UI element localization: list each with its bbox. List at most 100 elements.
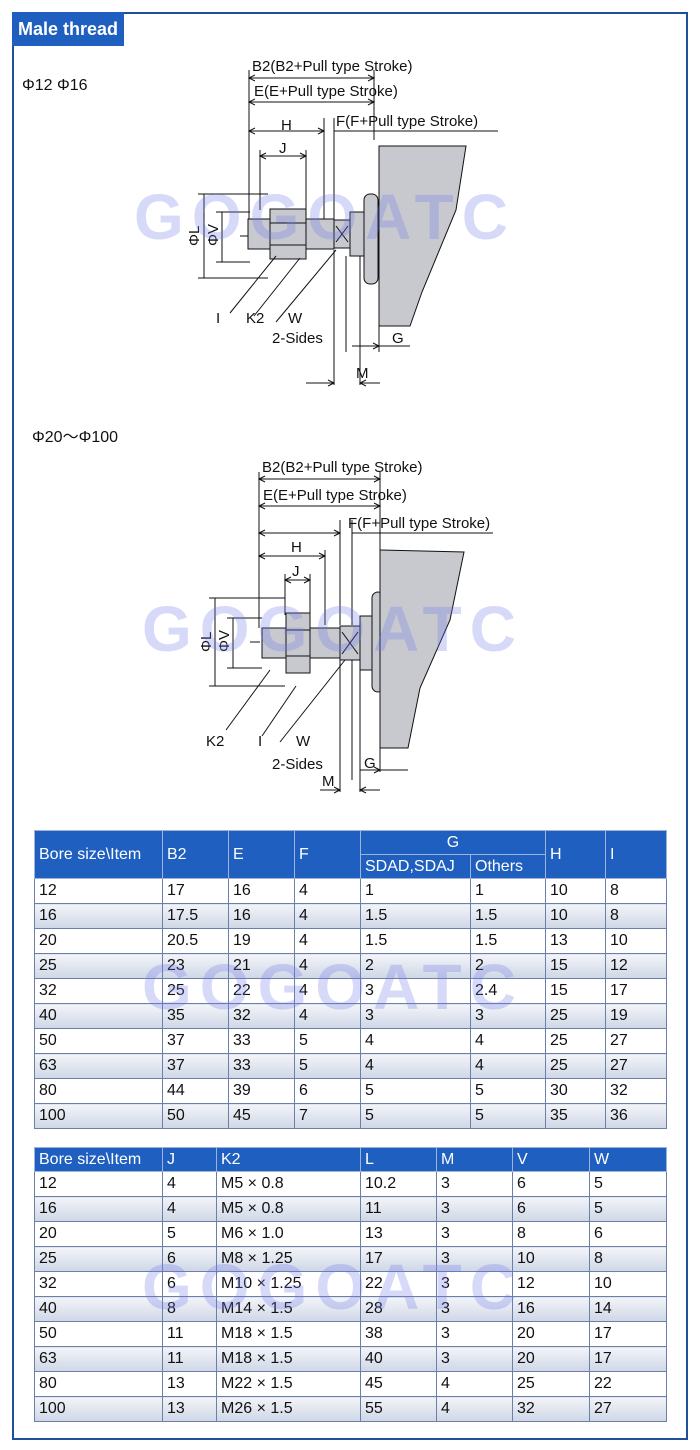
small-b2-label: B2(B2+Pull type Stroke) xyxy=(252,58,413,75)
table-cell: 5 xyxy=(294,1028,361,1054)
header-g: G xyxy=(359,830,547,855)
table-cell: 1.5 xyxy=(469,928,547,954)
table-cell: 8 xyxy=(589,1246,667,1272)
table-cell: M8 × 1.25 xyxy=(216,1246,361,1272)
table-cell: 15 xyxy=(545,953,607,979)
table-cell: 55 xyxy=(360,1396,437,1422)
table-cell: 2 xyxy=(360,953,471,979)
table-cell: 40 xyxy=(34,1003,163,1029)
table-cell: 3 xyxy=(436,1346,513,1372)
small-sides-label: 2-Sides xyxy=(272,330,323,347)
table-cell: 50 xyxy=(34,1028,163,1054)
table-cell: 30 xyxy=(545,1078,607,1104)
table-cell: 25 xyxy=(545,1003,607,1029)
small-bore-drawing: B2(B2+Pull type Stroke) E(E+Pull type St… xyxy=(186,58,498,387)
table-cell: 27 xyxy=(605,1053,668,1079)
table-cell: 7 xyxy=(294,1103,361,1129)
table-cell: 13 xyxy=(545,928,607,954)
small-k2-label: K2 xyxy=(246,310,264,327)
table-cell: 11 xyxy=(162,1346,217,1372)
small-f-label: F(F+Pull type Stroke) xyxy=(336,113,478,130)
table-cell: 3 xyxy=(360,978,471,1004)
table-cell: 14 xyxy=(589,1296,667,1322)
header-b2: B2 xyxy=(162,830,229,879)
table-cell: 19 xyxy=(228,928,295,954)
table-cell: 17 xyxy=(589,1346,667,1372)
table-cell: M5 × 0.8 xyxy=(216,1196,361,1222)
table-cell: 32 xyxy=(228,1003,295,1029)
table-cell: 5 xyxy=(360,1103,471,1129)
table-cell: 4 xyxy=(294,978,361,1004)
table-cell: 11 xyxy=(162,1321,217,1347)
large-m-label: M xyxy=(322,773,335,790)
table-cell: 44 xyxy=(162,1078,229,1104)
table-cell: 19 xyxy=(605,1003,668,1029)
table-cell: 4 xyxy=(162,1171,217,1197)
table-cell: M5 × 0.8 xyxy=(216,1171,361,1197)
table-cell: 5 xyxy=(469,1103,547,1129)
table-cell: 6 xyxy=(512,1171,590,1197)
table-cell: 6 xyxy=(512,1196,590,1222)
table-cell: 10.2 xyxy=(360,1171,437,1197)
table-cell: 37 xyxy=(162,1053,229,1079)
table-cell: 10 xyxy=(512,1246,590,1272)
table-cell: 15 xyxy=(545,978,607,1004)
table-cell: 22 xyxy=(228,978,295,1004)
table-cell: 20.5 xyxy=(162,928,229,954)
table-cell: 23 xyxy=(162,953,229,979)
table-header-cell: V xyxy=(512,1147,590,1172)
table-cell: 1 xyxy=(360,878,471,904)
header-g-others: Others xyxy=(469,854,547,879)
table-cell: 12 xyxy=(34,1171,163,1197)
table-cell: M26 × 1.5 xyxy=(216,1396,361,1422)
large-j-label: J xyxy=(292,563,300,580)
table-cell: 3 xyxy=(436,1271,513,1297)
table-cell: 2 xyxy=(469,953,547,979)
table-cell: M22 × 1.5 xyxy=(216,1371,361,1397)
table-cell: 28 xyxy=(360,1296,437,1322)
table-cell: 100 xyxy=(34,1103,163,1129)
large-e-label: E(E+Pull type Stroke) xyxy=(263,487,407,504)
table-header-cell: Bore size\Item xyxy=(34,1147,163,1172)
header-e: E xyxy=(228,830,295,879)
table-cell: 3 xyxy=(436,1171,513,1197)
table-cell: 25 xyxy=(512,1371,590,1397)
table-cell: 4 xyxy=(294,953,361,979)
table-cell: 16 xyxy=(228,878,295,904)
table-cell: 5 xyxy=(589,1196,667,1222)
table-cell: 8 xyxy=(512,1221,590,1247)
header-bore-size: Bore size\Item xyxy=(34,830,163,879)
table-cell: 80 xyxy=(34,1371,163,1397)
table-header-cell: W xyxy=(589,1147,667,1172)
table-cell: 35 xyxy=(545,1103,607,1129)
table-cell: 38 xyxy=(360,1321,437,1347)
table-cell: 39 xyxy=(228,1078,295,1104)
header-g-sdad: SDAD,SDAJ xyxy=(360,854,471,879)
table-cell: 37 xyxy=(162,1028,229,1054)
table-cell: 32 xyxy=(605,1078,668,1104)
table-cell: 10 xyxy=(545,878,607,904)
large-w-label: W xyxy=(296,733,311,750)
table-cell: 20 xyxy=(34,1221,163,1247)
table-cell: 32 xyxy=(34,978,163,1004)
table-cell: 40 xyxy=(34,1296,163,1322)
table-cell: 4 xyxy=(294,1003,361,1029)
table-cell: 6 xyxy=(294,1078,361,1104)
small-j-label: J xyxy=(279,140,287,157)
table-cell: 10 xyxy=(545,903,607,929)
table-cell: 5 xyxy=(360,1078,471,1104)
header-i: I xyxy=(605,830,668,879)
table-cell: M18 × 1.5 xyxy=(216,1346,361,1372)
large-g-label: G xyxy=(364,755,376,772)
table-cell: 17 xyxy=(589,1321,667,1347)
table-cell: 100 xyxy=(34,1396,163,1422)
